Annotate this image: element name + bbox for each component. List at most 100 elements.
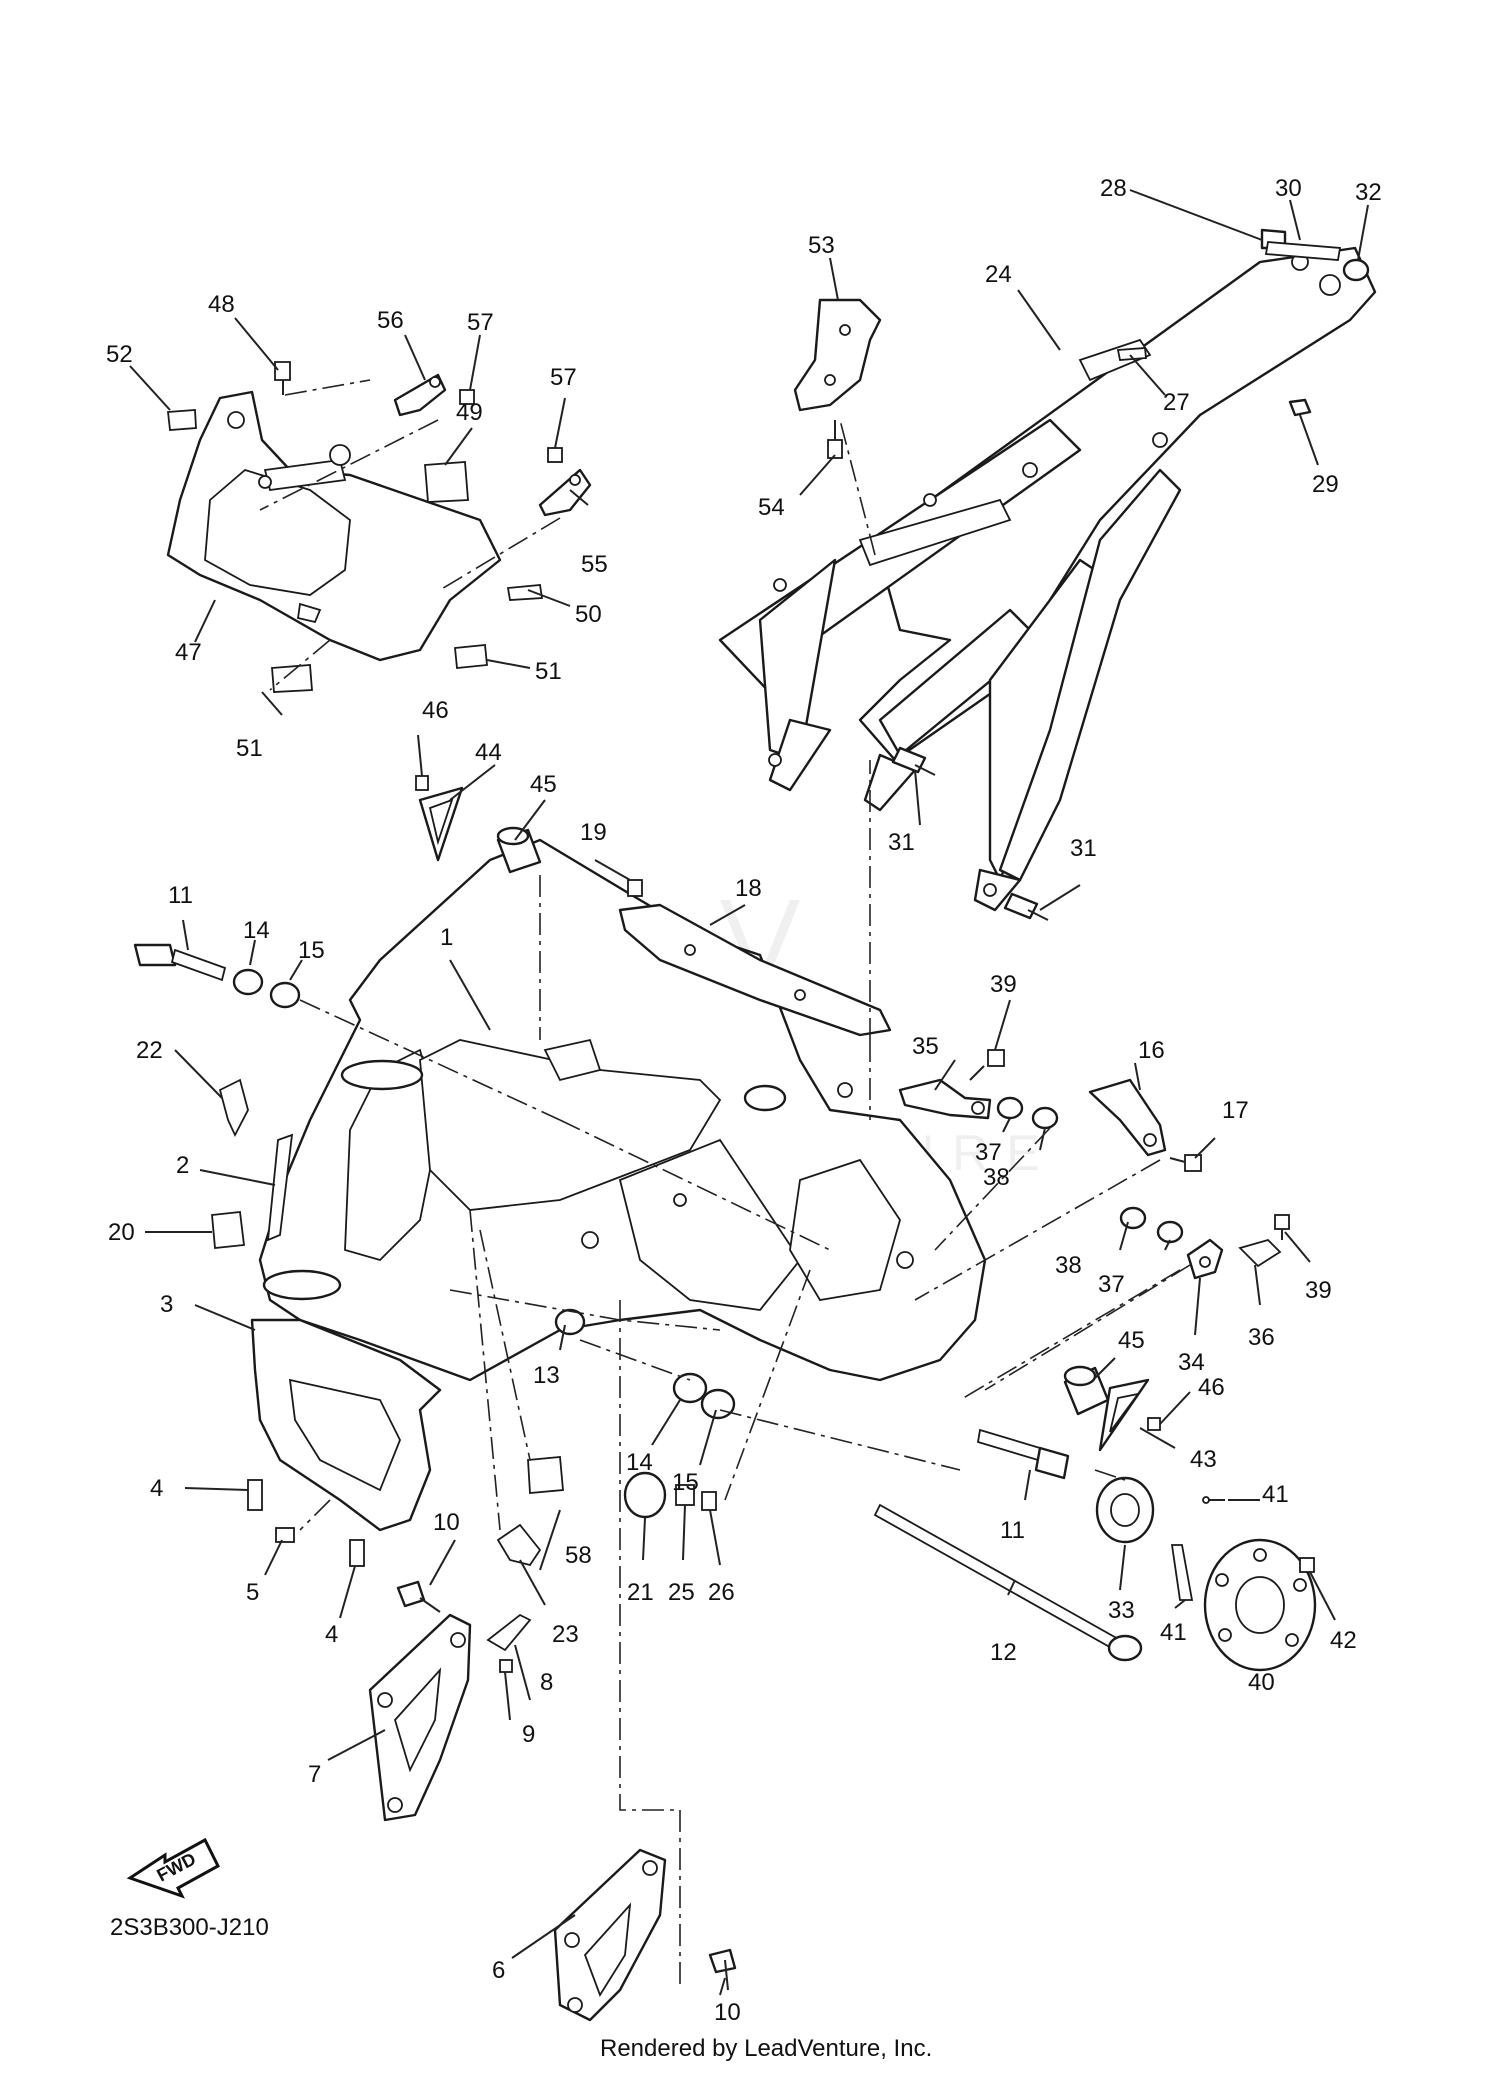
callout-11-a: 11 [168,882,193,909]
part-13-nut[interactable] [554,1308,586,1336]
callout-35: 35 [912,1033,939,1060]
callout-27: 27 [1163,389,1190,416]
part-45-collar-a[interactable] [496,826,542,874]
part-29-clip[interactable] [1288,398,1312,417]
part-47-cowl-bracket[interactable] [166,390,502,662]
part-7-footrest-bracket[interactable] [368,1613,472,1822]
callout-45-a: 45 [530,771,557,798]
callout-50: 50 [575,601,602,628]
part-3-lower-bracket[interactable] [250,1318,442,1532]
callout-21: 21 [627,1579,654,1606]
callout-6: 6 [492,1957,505,1984]
part-52-label[interactable] [167,409,197,431]
callout-37-a: 37 [975,1139,1002,1166]
callout-10-a: 10 [433,1509,460,1536]
part-38-nut-a[interactable] [1031,1106,1059,1130]
part-2-strip[interactable] [266,1133,294,1242]
part-32-grommet[interactable] [1342,258,1370,282]
part-39-bolt-a[interactable] [969,1049,1005,1081]
callout-41-b: 41 [1160,1619,1187,1646]
rear-subframe[interactable] [718,246,1377,912]
part-54-bolt[interactable] [827,420,843,459]
part-57-bolt-b[interactable] [547,447,563,463]
part-53-side-plate[interactable] [793,298,882,412]
part-36-bracket[interactable] [1238,1238,1282,1268]
part-57-bolt-a[interactable] [459,389,475,405]
part-58-label[interactable] [527,1456,564,1494]
callout-4-a: 4 [150,1475,163,1502]
part-34-bracket[interactable] [1186,1238,1224,1280]
part-43-triangle-pad[interactable] [1098,1378,1150,1452]
callout-44: 44 [475,739,502,766]
part-14-collar-a[interactable] [232,968,264,996]
part-38-nut-b[interactable] [1119,1206,1147,1230]
callout-48: 48 [208,291,235,318]
part-9-screw[interactable] [499,1659,513,1673]
part-49-label[interactable] [424,461,469,503]
callout-17: 17 [1222,1097,1249,1124]
callout-58: 58 [565,1542,592,1569]
callout-15-b: 15 [672,1469,699,1496]
part-45-collar-b[interactable] [1063,1365,1110,1416]
callout-39-b: 39 [1305,1277,1332,1304]
part-42-bolt[interactable] [1299,1557,1315,1573]
part-51-label-b[interactable] [271,664,313,693]
callout-36: 36 [1248,1324,1275,1351]
callout-16: 16 [1138,1037,1165,1064]
callout-25: 25 [668,1579,695,1606]
part-35-bracket[interactable] [898,1078,992,1120]
part-31-bolt-b[interactable] [1003,892,1049,921]
part-31-bolt-a[interactable] [891,746,936,776]
part-4-bolt-b[interactable] [349,1539,365,1567]
part-21-cap[interactable] [623,1471,667,1519]
part-10-bolt-b[interactable] [708,1948,737,1991]
part-6-footrest-bracket[interactable] [553,1848,667,2022]
part-40-disc[interactable] [1203,1538,1317,1672]
part-11-long-bolt-b[interactable] [976,1428,1070,1480]
part-23-clamp[interactable] [496,1523,542,1567]
part-15-bushing-a[interactable] [269,981,301,1009]
part-27-label[interactable] [1116,347,1147,361]
part-50-label[interactable] [506,584,544,601]
part-18-plate[interactable] [618,903,892,1037]
part-41-clip-b[interactable] [1170,1544,1194,1601]
callout-14-b: 14 [626,1449,653,1476]
footer-credit: Rendered by LeadVenture, Inc. [600,2035,932,2062]
part-17-bolt[interactable] [1169,1154,1202,1172]
part-16-bracket[interactable] [1088,1078,1167,1157]
part-56-bracket[interactable] [393,373,447,417]
callout-30: 30 [1275,175,1302,202]
callout-31-a: 31 [888,829,915,856]
callout-47: 47 [175,639,202,666]
callout-43: 43 [1190,1446,1217,1473]
callout-9: 9 [522,1721,535,1748]
part-26-collar[interactable] [701,1491,717,1511]
callout-34: 34 [1178,1349,1205,1376]
part-8-bracket[interactable] [486,1613,532,1652]
part-30-strip[interactable] [1264,241,1342,261]
callout-12: 12 [990,1639,1017,1666]
part-48-bolt[interactable] [274,361,291,395]
part-55-bracket[interactable] [538,468,592,517]
part-41-clip-a[interactable] [1202,1496,1225,1504]
part-37-collar-b[interactable] [1156,1220,1184,1244]
part-14-collar-b[interactable] [672,1372,708,1404]
part-15-bushing-b[interactable] [700,1388,736,1420]
part-22-clip[interactable] [218,1078,249,1138]
part-20-label[interactable] [211,1211,246,1249]
part-33-sprocket-hub[interactable] [1095,1476,1155,1544]
part-39-bolt-b[interactable] [1274,1214,1290,1240]
part-46-bolt-b[interactable] [1147,1417,1161,1431]
part-19-bolt[interactable] [627,879,643,897]
part-46-bolt-a[interactable] [415,775,429,791]
part-12-axle[interactable] [873,1503,1143,1662]
part-11-long-bolt-a[interactable] [133,943,227,982]
part-37-collar-a[interactable] [996,1096,1024,1120]
part-10-bolt-a[interactable] [396,1580,441,1613]
part-1-main-frame[interactable] [258,838,987,1382]
part-5-nut[interactable] [275,1527,295,1543]
part-51-label-a[interactable] [454,644,488,669]
part-44-triangle-pad[interactable] [418,786,464,862]
part-4-bolt-a[interactable] [247,1479,263,1511]
